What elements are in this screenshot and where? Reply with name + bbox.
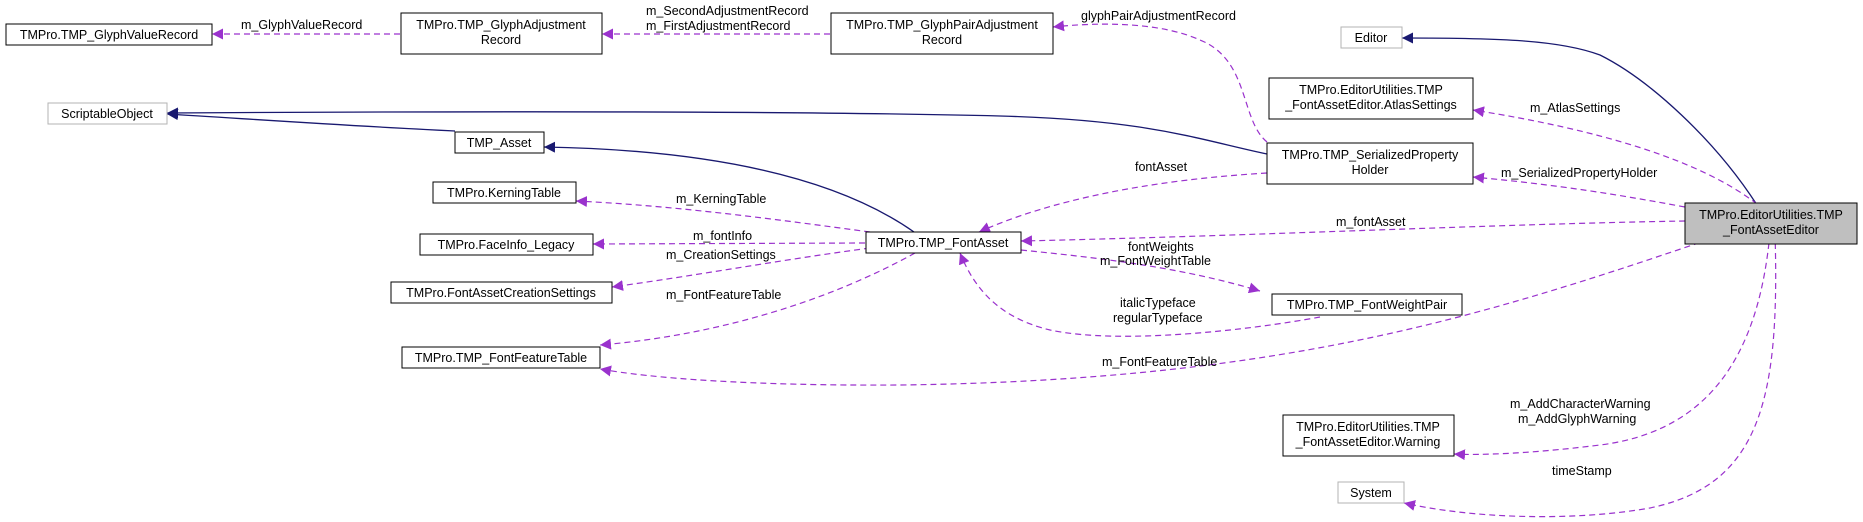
label-m-fontfeaturetable-inner: m_FontFeatureTable xyxy=(666,288,781,302)
label-m-fontweighttable: m_FontWeightTable xyxy=(1100,254,1211,268)
edge-m-kerningtable xyxy=(575,196,871,233)
svg-text:TMPro.TMP_FontAsset: TMPro.TMP_FontAsset xyxy=(878,236,1009,250)
svg-text:TMPro.KerningTable: TMPro.KerningTable xyxy=(447,186,561,200)
label-fontasset: fontAsset xyxy=(1135,160,1188,174)
node-glyph-adjustment-record[interactable]: TMPro.TMP_GlyphAdjustment Record xyxy=(400,12,603,55)
node-font-asset[interactable]: TMPro.TMP_FontAsset xyxy=(865,231,1022,254)
label-m-glyphvaluerecord: m_GlyphValueRecord xyxy=(241,18,362,32)
edge-m-fontfeaturetable-inner xyxy=(599,252,916,350)
edge-m-fontinfo xyxy=(592,238,866,250)
edge-glyphpairadjustmentrecord xyxy=(1052,20,1268,143)
svg-text:_FontAssetEditor.AtlasSettings: _FontAssetEditor.AtlasSettings xyxy=(1284,98,1457,112)
svg-text:System: System xyxy=(1350,486,1392,500)
svg-text:TMPro.TMP_FontWeightPair: TMPro.TMP_FontWeightPair xyxy=(1287,298,1447,312)
edge-fontasset-ref xyxy=(978,172,1268,233)
svg-text:Record: Record xyxy=(481,33,521,47)
label-m-serializedpropertyholder: m_SerializedPropertyHolder xyxy=(1501,166,1657,180)
node-kerning-table[interactable]: TMPro.KerningTable xyxy=(432,181,577,204)
svg-text:TMPro.FaceInfo_Legacy: TMPro.FaceInfo_Legacy xyxy=(438,238,576,252)
svg-text:TMPro.TMP_GlyphAdjustment: TMPro.TMP_GlyphAdjustment xyxy=(416,18,586,32)
svg-text:Holder: Holder xyxy=(1352,163,1389,177)
label-m-fontinfo: m_fontInfo xyxy=(693,229,752,243)
node-system[interactable]: System xyxy=(1337,481,1405,504)
edge-tmpasset-inheritance xyxy=(166,109,456,132)
svg-text:TMP_Asset: TMP_Asset xyxy=(467,136,532,150)
node-faceinfo-legacy[interactable]: TMPro.FaceInfo_Legacy xyxy=(419,233,594,256)
edge-editor-inheritance xyxy=(1401,32,1758,206)
svg-text:TMPro.TMP_FontFeatureTable: TMPro.TMP_FontFeatureTable xyxy=(415,351,587,365)
label-glyphpairadjustmentrecord: glyphPairAdjustmentRecord xyxy=(1081,9,1236,23)
node-creation-settings[interactable]: TMPro.FontAssetCreationSettings xyxy=(390,281,613,304)
label-m-fontasset: m_fontAsset xyxy=(1336,215,1406,229)
edge-m-fontfeaturetable-outer xyxy=(599,232,1729,386)
node-font-weight-pair[interactable]: TMPro.TMP_FontWeightPair xyxy=(1271,293,1463,316)
label-m-firstadjustmentrecord: m_FirstAdjustmentRecord xyxy=(646,19,791,33)
node-scriptable-object[interactable]: ScriptableObject xyxy=(47,102,168,125)
label-m-addglyphwarning: m_AddGlyphWarning xyxy=(1518,412,1636,426)
label-fontweights: fontWeights xyxy=(1128,240,1194,254)
label-m-kerningtable: m_KerningTable xyxy=(676,192,766,206)
edge-m-fontasset xyxy=(1020,220,1686,247)
node-atlas-settings[interactable]: TMPro.EditorUtilities.TMP _FontAssetEdit… xyxy=(1268,77,1474,120)
node-font-asset-editor[interactable]: TMPro.EditorUtilities.TMP _FontAssetEdit… xyxy=(1684,202,1858,245)
svg-text:_FontAssetEditor.Warning: _FontAssetEditor.Warning xyxy=(1295,435,1441,449)
label-regulartypeface: regularTypeface xyxy=(1113,311,1203,325)
node-font-feature-table[interactable]: TMPro.TMP_FontFeatureTable xyxy=(401,346,601,369)
svg-text:TMPro.EditorUtilities.TMP: TMPro.EditorUtilities.TMP xyxy=(1699,208,1843,222)
edge-m-creationsettings xyxy=(611,247,871,291)
label-timestamp: timeStamp xyxy=(1552,464,1612,478)
svg-text:Record: Record xyxy=(922,33,962,47)
svg-text:ScriptableObject: ScriptableObject xyxy=(61,107,153,121)
svg-text:TMPro.EditorUtilities.TMP: TMPro.EditorUtilities.TMP xyxy=(1299,83,1443,97)
node-tmp-asset[interactable]: TMP_Asset xyxy=(454,131,545,154)
svg-text:Editor: Editor xyxy=(1355,31,1388,45)
edge-typefaces xyxy=(959,252,1321,337)
node-editor[interactable]: Editor xyxy=(1340,26,1403,49)
edge-fontweights xyxy=(1020,249,1261,294)
label-m-fontfeaturetable-outer: m_FontFeatureTable xyxy=(1102,355,1217,369)
edge-timestamp xyxy=(1403,232,1777,518)
svg-text:TMPro.TMP_SerializedProperty: TMPro.TMP_SerializedProperty xyxy=(1282,148,1459,162)
edge-serializedpropertyholder-inheritance xyxy=(166,107,1268,155)
node-glyph-value-record[interactable]: TMPro.TMP_GlyphValueRecord xyxy=(5,23,213,46)
edge-warnings xyxy=(1453,232,1771,461)
edge-m-serializedpropertyholder xyxy=(1472,172,1686,208)
svg-text:TMPro.TMP_GlyphValueRecord: TMPro.TMP_GlyphValueRecord xyxy=(20,28,198,42)
node-glyph-pair-adjustment-record[interactable]: TMPro.TMP_GlyphPairAdjustment Record xyxy=(830,12,1054,55)
label-m-atlassettings: m_AtlasSettings xyxy=(1530,101,1620,115)
node-warning[interactable]: TMPro.EditorUtilities.TMP _FontAssetEdit… xyxy=(1282,414,1455,457)
svg-text:TMPro.FontAssetCreationSetting: TMPro.FontAssetCreationSettings xyxy=(406,286,596,300)
svg-text:_FontAssetEditor: _FontAssetEditor xyxy=(1722,223,1819,237)
svg-text:TMPro.EditorUtilities.TMP: TMPro.EditorUtilities.TMP xyxy=(1296,420,1440,434)
svg-text:TMPro.TMP_GlyphPairAdjustment: TMPro.TMP_GlyphPairAdjustment xyxy=(846,18,1038,32)
label-m-creationsettings: m_CreationSettings xyxy=(666,248,776,262)
edge-fontasset-inheritance xyxy=(543,141,915,233)
label-m-secondadjustmentrecord: m_SecondAdjustmentRecord xyxy=(646,4,809,18)
node-serialized-property-holder[interactable]: TMPro.TMP_SerializedProperty Holder xyxy=(1266,142,1474,185)
label-m-addcharacterwarning: m_AddCharacterWarning xyxy=(1510,397,1651,411)
edge-m-atlassettings xyxy=(1472,106,1758,205)
label-italictypeface: italicTypeface xyxy=(1120,296,1196,310)
